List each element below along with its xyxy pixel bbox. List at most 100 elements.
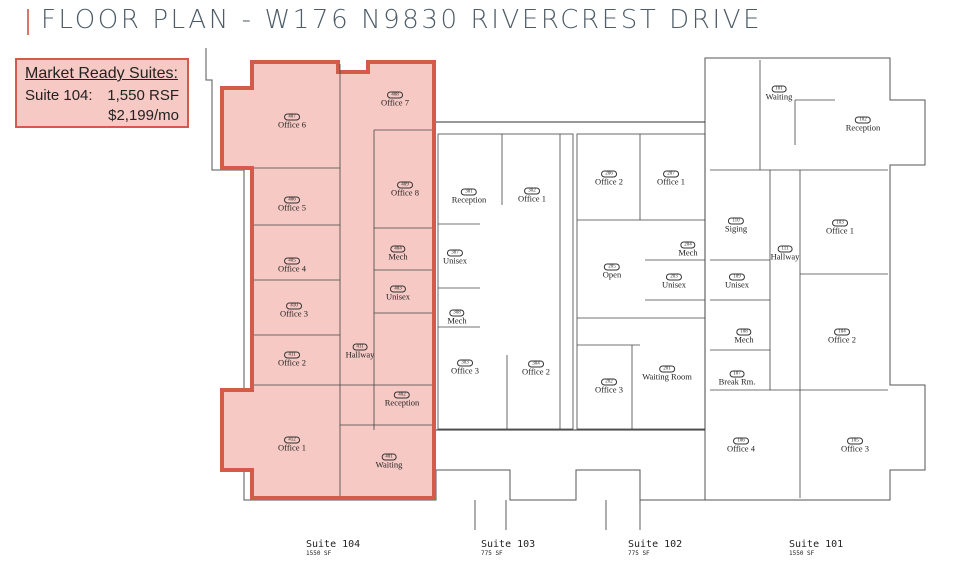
suite-area: 775 SF bbox=[481, 550, 503, 557]
room-name: Unisex bbox=[661, 279, 687, 290]
room-name: Office 2 bbox=[595, 176, 623, 187]
room-number: 101 bbox=[771, 85, 787, 93]
room-number: 403 bbox=[390, 285, 406, 293]
room-number: 401 bbox=[381, 453, 397, 461]
room-number: 307 bbox=[447, 249, 463, 257]
room-number: 206 bbox=[601, 170, 617, 178]
room-number: 304 bbox=[528, 360, 544, 368]
room-number: 404 bbox=[390, 245, 406, 253]
market-box-heading: Market Ready Suites: bbox=[25, 65, 178, 82]
room-name: Office 1 bbox=[826, 225, 854, 236]
room-name: Siging bbox=[724, 223, 748, 234]
room-number: 409 bbox=[397, 181, 413, 189]
room-number: 109 bbox=[729, 273, 745, 281]
room-number: 408 bbox=[387, 91, 403, 99]
room-name: Hallway bbox=[770, 251, 800, 262]
room-number: 308 bbox=[449, 309, 465, 317]
room-name: Break Rm. bbox=[718, 376, 756, 387]
room-name: Office 2 bbox=[278, 357, 306, 368]
room-name: Reception bbox=[384, 397, 420, 408]
room-name: Office 1 bbox=[518, 193, 546, 204]
suite-name: Suite 104 bbox=[306, 539, 361, 550]
room-name: Office 6 bbox=[278, 119, 306, 130]
room-name: Mech bbox=[734, 334, 754, 345]
suite-area: 1550 SF bbox=[789, 550, 815, 557]
room-name: Reception bbox=[845, 122, 881, 133]
suite-area: 775 SF bbox=[628, 550, 650, 557]
room-name: Waiting bbox=[375, 459, 403, 470]
market-box-rsf: 1,550 RSF bbox=[107, 87, 179, 104]
suite-name: Suite 102 bbox=[628, 539, 683, 550]
suite-name: Suite 101 bbox=[789, 539, 844, 550]
room-name: Office 8 bbox=[391, 187, 419, 198]
room-number: 302 bbox=[524, 187, 540, 195]
room-name: Waiting Room bbox=[642, 371, 692, 382]
room-number: 402 bbox=[394, 391, 410, 399]
building-outline-right bbox=[704, 57, 926, 501]
room-name: Office 2 bbox=[522, 366, 550, 377]
room-name: Office 1 bbox=[278, 442, 306, 453]
room-number: 103 bbox=[832, 219, 848, 227]
room-name: Office 3 bbox=[595, 384, 623, 395]
room-number: 411 bbox=[352, 343, 368, 351]
room-number: 111 bbox=[777, 245, 793, 253]
room-name: Office 3 bbox=[451, 365, 479, 376]
room-name: Office 4 bbox=[727, 443, 755, 454]
room-number: 110 bbox=[728, 217, 744, 225]
room-number: 105 bbox=[847, 437, 863, 445]
room-name: Office 5 bbox=[278, 202, 306, 213]
room-number: 407 bbox=[284, 113, 300, 121]
room-name: Office 4 bbox=[278, 263, 306, 274]
room-name: Mech bbox=[678, 247, 698, 258]
room-number: 104 bbox=[834, 328, 850, 336]
room-number: 108 bbox=[736, 328, 752, 336]
room-number: 406 bbox=[284, 196, 300, 204]
room-number: 410 bbox=[286, 302, 302, 310]
market-box-suite: Suite 104: bbox=[25, 87, 93, 104]
room-number: 102 bbox=[855, 116, 871, 124]
room-name: Unisex bbox=[724, 279, 750, 290]
market-ready-suites-box: Market Ready Suites: Suite 104: 1,550 RS… bbox=[15, 58, 189, 128]
room-number: 411 bbox=[284, 351, 300, 359]
room-name: Mech bbox=[388, 251, 408, 262]
room-name: Office 3 bbox=[280, 308, 308, 319]
suite-name: Suite 103 bbox=[481, 539, 536, 550]
room-name: Waiting bbox=[765, 91, 793, 102]
room-name: Reception bbox=[451, 194, 487, 205]
room-number: 203 bbox=[666, 273, 682, 281]
market-box-price: $2,199/mo bbox=[108, 107, 179, 124]
